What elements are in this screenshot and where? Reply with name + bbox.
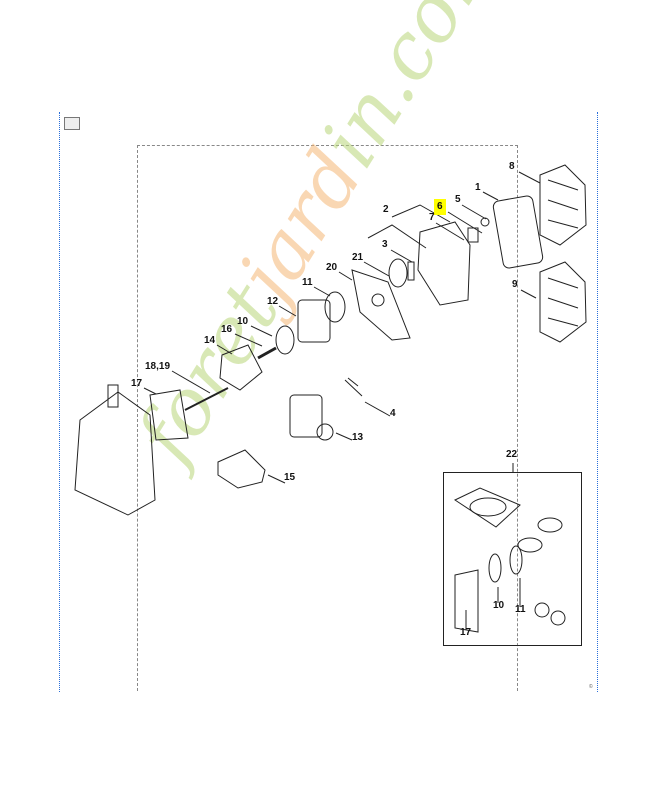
kit-callout-11[interactable]: 11 [515, 604, 526, 615]
choke-6 [467, 227, 479, 243]
engine [74, 391, 156, 516]
baffle-20 [351, 269, 411, 341]
bolt-16 [257, 346, 277, 360]
callout-22[interactable]: 22 [506, 449, 518, 460]
callout-5[interactable]: 5 [455, 194, 461, 205]
air-filter-cover-9 [539, 261, 587, 343]
diagram-frame [137, 145, 518, 691]
filter-housing-2 [417, 221, 471, 306]
callout-20[interactable]: 20 [326, 262, 338, 273]
right-border [597, 112, 598, 692]
callout-12[interactable]: 12 [267, 296, 279, 307]
callout-16[interactable]: 16 [221, 324, 233, 335]
gasket-kit-box [443, 472, 582, 646]
leader-lines [143, 171, 541, 484]
callout-7[interactable]: 7 [429, 212, 435, 223]
callout-18-19[interactable]: 18,19 [145, 361, 171, 372]
callout-6-highlighted[interactable]: 6 [434, 199, 446, 215]
callout-9[interactable]: 9 [512, 279, 518, 290]
callout-3[interactable]: 3 [382, 239, 388, 250]
carburetor-13 [289, 394, 323, 438]
gasket-11 [324, 291, 346, 323]
carburetor-12 [297, 299, 331, 343]
gasket-21 [388, 258, 408, 288]
callout-14[interactable]: 14 [204, 335, 216, 346]
kit-parts [453, 487, 566, 633]
air-filter-cover-8 [539, 164, 587, 246]
bolt-18-19 [184, 387, 229, 411]
air-filter-1 [492, 195, 544, 269]
callout-10[interactable]: 10 [237, 316, 249, 327]
nut-5 [480, 217, 490, 227]
copyright-mark: © [589, 684, 593, 690]
image-icon[interactable] [64, 117, 80, 130]
lever-3 [407, 261, 415, 281]
gasket-10 [275, 325, 295, 355]
callout-2[interactable]: 2 [383, 204, 389, 215]
kit-callout-10[interactable]: 10 [493, 600, 505, 611]
callout-4[interactable]: 4 [390, 408, 396, 419]
callout-13[interactable]: 13 [352, 432, 364, 443]
callout-17[interactable]: 17 [131, 378, 143, 389]
manifold-14 [219, 344, 263, 391]
manifold-15 [217, 449, 266, 489]
callout-8[interactable]: 8 [509, 161, 515, 172]
clip-4 [344, 377, 363, 397]
callout-21[interactable]: 21 [352, 252, 364, 263]
callout-1[interactable]: 1 [475, 182, 481, 193]
kit-callout-17[interactable]: 17 [460, 627, 472, 638]
callout-15[interactable]: 15 [284, 472, 296, 483]
left-border [59, 112, 60, 692]
gasket-17 [149, 389, 189, 441]
callout-11[interactable]: 11 [302, 277, 313, 288]
